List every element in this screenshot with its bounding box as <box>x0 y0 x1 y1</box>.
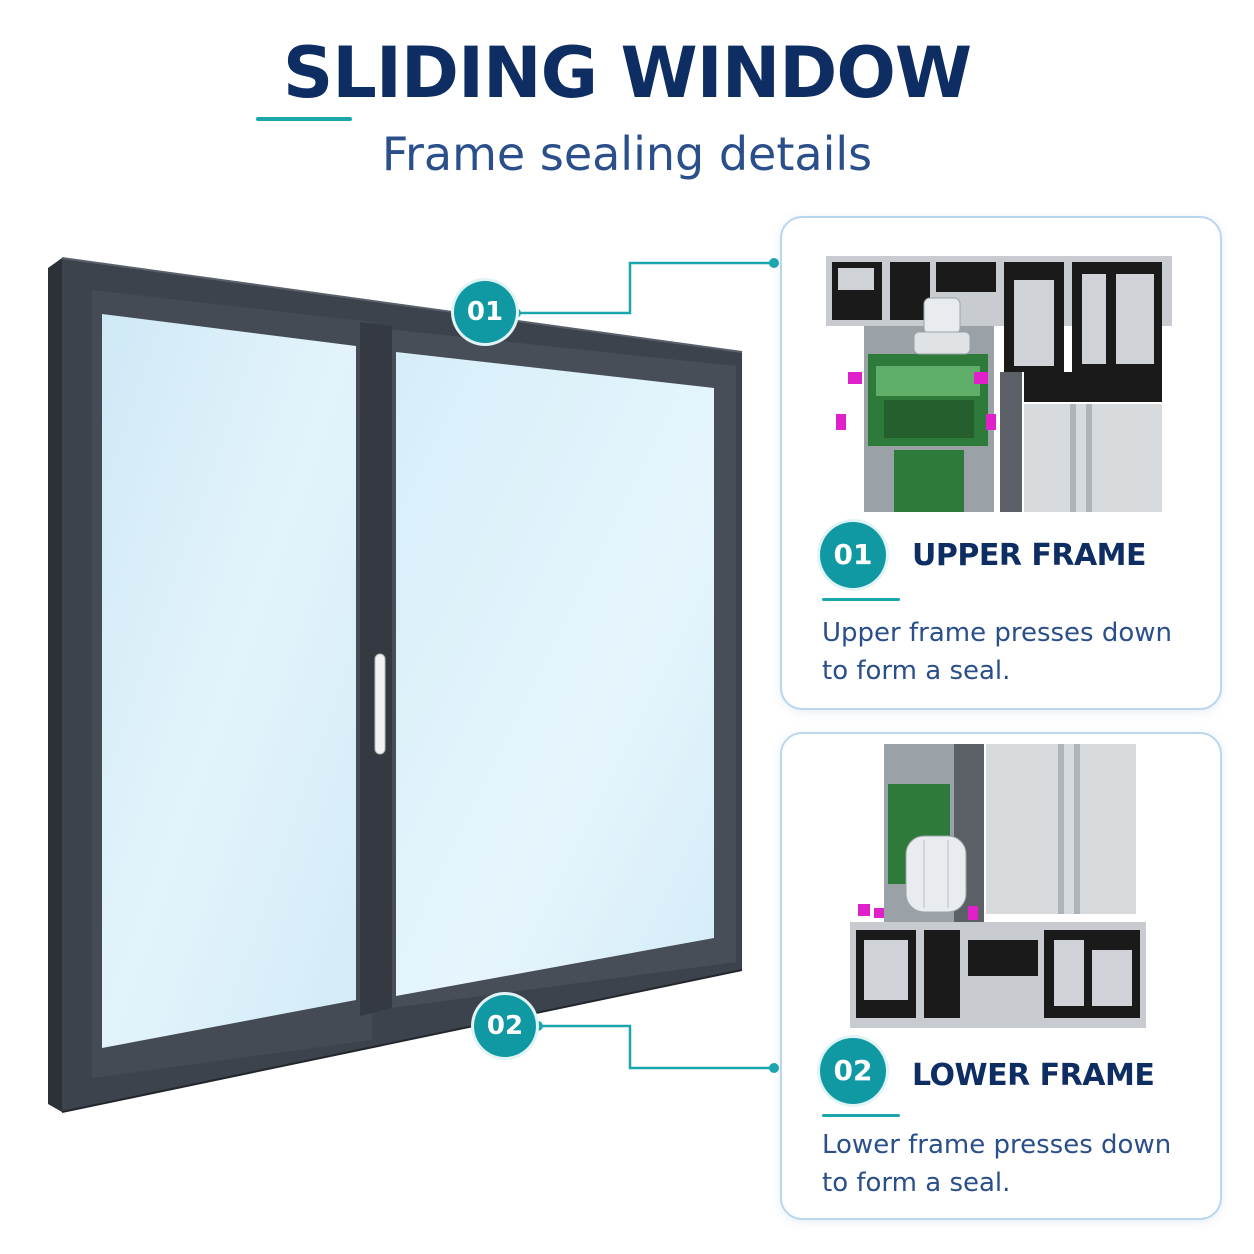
window-marker-01: 01 <box>454 281 516 343</box>
leader-line-02 <box>538 1024 772 1070</box>
page-title: SLIDING WINDOW <box>282 32 972 114</box>
leader-line-01 <box>516 261 772 315</box>
window-marker-02: 02 <box>474 995 536 1057</box>
frame-side-depth <box>48 258 62 1112</box>
upper-frame-title: UPPER FRAME <box>912 538 1147 573</box>
left-glass-pane <box>102 314 356 1048</box>
page-subtitle: Frame sealing details <box>381 127 873 181</box>
lower-frame-description: Lower frame presses down to form a seal. <box>822 1130 1172 1198</box>
right-glass-pane <box>396 352 714 996</box>
upper-frame-description: Upper frame presses down to form a seal. <box>822 618 1173 686</box>
upper-frame-number-badge: 01 <box>820 522 886 588</box>
window-handle <box>374 653 386 755</box>
lower-frame-title: LOWER FRAME <box>912 1058 1155 1093</box>
lower-frame-card: 02 LOWER FRAME Lower frame presses down … <box>780 732 1222 1220</box>
upper-frame-cross-section <box>824 254 1174 512</box>
lower-frame-number-badge: 02 <box>820 1038 886 1104</box>
title-underline <box>256 117 352 121</box>
sliding-window-illustration <box>48 257 779 1113</box>
lower-frame-cross-section <box>848 744 1148 1030</box>
upper-frame-underline <box>822 598 900 601</box>
upper-frame-card: 01 UPPER FRAME Upper frame presses down … <box>780 216 1222 710</box>
lower-frame-underline <box>822 1114 900 1117</box>
